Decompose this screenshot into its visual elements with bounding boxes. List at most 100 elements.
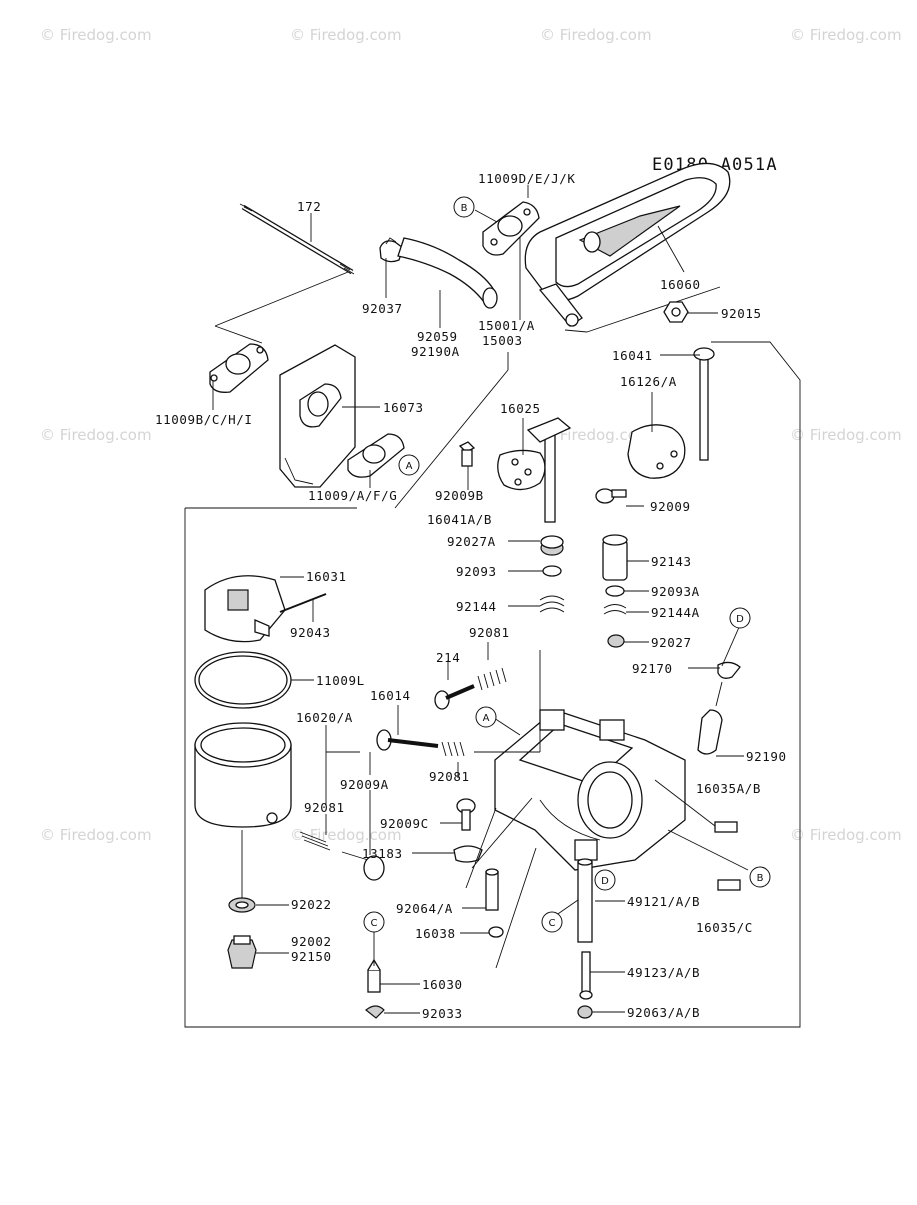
- label-92037: 92037: [362, 301, 403, 316]
- label-92015: 92015: [721, 306, 762, 321]
- callouts: B A A D B D C C: [363, 196, 771, 933]
- label-49121: 49121/A/B: [627, 894, 700, 909]
- label-15003: 15003: [482, 333, 523, 348]
- label-92009c: 92009C: [380, 816, 429, 831]
- label-92009: 92009: [650, 499, 691, 514]
- callout-d-top: D: [729, 607, 751, 629]
- insulator-16073: [279, 344, 356, 488]
- pin-92043: [279, 593, 327, 613]
- label-16073: 16073: [383, 400, 424, 415]
- clip-92033: [365, 1005, 385, 1019]
- svg-text:A: A: [406, 461, 413, 472]
- carburetor-body: [494, 709, 686, 871]
- screw-92009a: [341, 851, 385, 881]
- svg-text:D: D: [736, 614, 744, 625]
- label-16060: 16060: [660, 277, 701, 292]
- label-16014: 16014: [370, 688, 411, 703]
- label-92081-top: 92081: [469, 625, 510, 640]
- watermark: © Firedog.com: [540, 426, 652, 444]
- label-16041: 16041: [612, 348, 653, 363]
- label-92190a: 92190A: [411, 344, 460, 359]
- watermark: © Firedog.com: [790, 426, 902, 444]
- label-92144a: 92144A: [651, 605, 700, 620]
- throttle-shaft-16025: [497, 417, 572, 523]
- label-92027: 92027: [651, 635, 692, 650]
- gasket-11009l: [194, 651, 292, 709]
- svg-text:B: B: [757, 873, 764, 884]
- screw-92009: [595, 488, 627, 504]
- svg-text:A: A: [483, 713, 490, 724]
- label-92043: 92043: [290, 625, 331, 640]
- washer-92093: [542, 565, 562, 577]
- label-92144: 92144: [456, 599, 497, 614]
- float-bowl-16020: [194, 722, 292, 828]
- watermark: © Firedog.com: [290, 26, 402, 44]
- watermark: © Firedog.com: [40, 426, 152, 444]
- nut-92015: [663, 301, 689, 323]
- watermark: © Firedog.com: [290, 826, 402, 844]
- spring-92081-left: [299, 831, 331, 851]
- label-13183: 13183: [362, 846, 403, 861]
- label-11009l: 11009L: [316, 673, 365, 688]
- frame-lines: [184, 230, 801, 1028]
- watermark: © Firedog.com: [790, 26, 902, 44]
- spring-92081-top: [477, 667, 507, 691]
- label-92143: 92143: [651, 554, 692, 569]
- label-92063: 92063/A/B: [627, 1005, 700, 1020]
- label-92150: 92150: [291, 949, 332, 964]
- label-16031: 16031: [306, 569, 347, 584]
- label-16035ab: 16035A/B: [696, 781, 761, 796]
- label-92059: 92059: [417, 329, 458, 344]
- watermark: © Firedog.com: [540, 26, 652, 44]
- plug-92002: [227, 935, 257, 969]
- gasket-11009: [347, 433, 405, 478]
- spring-92081-mid: [441, 741, 465, 757]
- label-92033: 92033: [422, 1006, 463, 1021]
- nozzle-92064: [485, 868, 499, 911]
- svg-text:C: C: [549, 918, 556, 929]
- label-92002: 92002: [291, 934, 332, 949]
- float-16031: [204, 575, 286, 643]
- watermark: © Firedog.com: [790, 826, 902, 844]
- stud-172: [239, 203, 355, 275]
- spring-92144: [539, 595, 565, 613]
- collar-92143: [602, 534, 628, 581]
- svg-text:D: D: [601, 876, 609, 887]
- screw-16035c: [717, 879, 741, 891]
- part-labels: 172 11009D/E/J/K 92037 92059 92190A 1500…: [155, 171, 786, 1021]
- watermark: © Firedog.com: [40, 26, 152, 44]
- label-16041ab: 16041A/B: [427, 512, 492, 527]
- clip-92170: [717, 661, 741, 679]
- plate-16126: [627, 424, 686, 479]
- label-92009b: 92009B: [435, 488, 484, 503]
- label-92170: 92170: [632, 661, 673, 676]
- gasket-11009b: [209, 343, 269, 393]
- label-16126: 16126/A: [620, 374, 677, 389]
- callout-d-mid: D: [594, 869, 616, 891]
- callout-b-right: B: [749, 866, 771, 888]
- jet-92063: [577, 1005, 593, 1019]
- label-92093: 92093: [456, 564, 497, 579]
- gasket-92022: [228, 897, 256, 913]
- choke-shaft-16041: [693, 347, 715, 461]
- label-16038: 16038: [415, 926, 456, 941]
- hose-92059: [397, 237, 498, 309]
- callout-a-gasket: A: [398, 454, 420, 476]
- svg-text:B: B: [461, 203, 468, 214]
- callout-b-top: B: [453, 196, 475, 218]
- needle-16030: [367, 958, 381, 993]
- oring-16038: [488, 926, 504, 938]
- label-92081-mid: 92081: [429, 769, 470, 784]
- gasket-11009d: [482, 201, 540, 256]
- label-16030: 16030: [422, 977, 463, 992]
- label-16020: 16020/A: [296, 710, 353, 725]
- label-15001: 15001/A: [478, 318, 535, 333]
- svg-text:C: C: [371, 918, 378, 929]
- label-92009a: 92009A: [340, 777, 389, 792]
- label-92064: 92064/A: [396, 901, 453, 916]
- holder-13183: [453, 845, 483, 863]
- screw-92009c: [456, 798, 476, 831]
- bushing-92027: [607, 634, 625, 648]
